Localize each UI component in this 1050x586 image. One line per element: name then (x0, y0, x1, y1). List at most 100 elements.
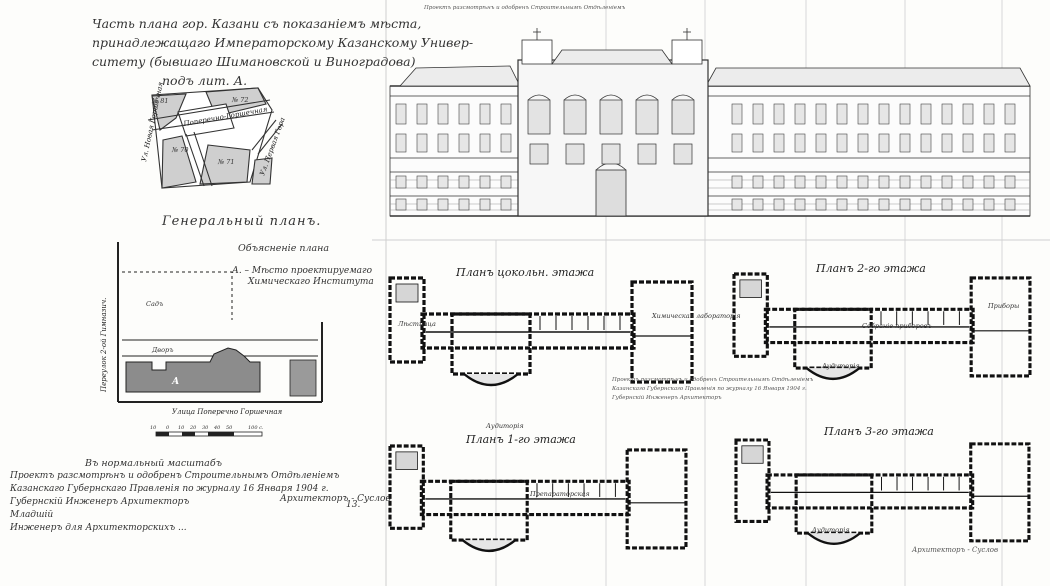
pavilion-window (563, 99, 587, 135)
facade-window (899, 175, 911, 189)
plan-third-stair (741, 445, 764, 464)
facade-window (878, 198, 890, 211)
title-line-3: ситету (бывшаго Шимановской и Виноградов… (92, 54, 416, 69)
facade-window (773, 198, 785, 211)
facade-window (983, 198, 995, 211)
plan-first-right-wing (625, 448, 688, 550)
facade-window (479, 103, 491, 125)
facade-window (395, 175, 407, 189)
plan-approval-stamp: Проектъ разсмотрѣнъ и одобренъ Строитель… (612, 376, 813, 403)
plan-basement-title: Планъ цокольн. этажа (456, 266, 595, 279)
plan-basement-corridor-block (420, 312, 636, 350)
plan-second-corridor-block (763, 307, 975, 345)
general-plan-title: Генеральный планъ. (162, 214, 322, 229)
pavilion-window-lower (529, 143, 549, 165)
plan-third-apse (807, 532, 861, 545)
facade-window (1004, 133, 1016, 153)
facade-window (836, 198, 848, 211)
title-line-4: подъ лит. А. (162, 73, 248, 88)
facade-window (983, 133, 995, 153)
approval-line-3: Губернскій Инженеръ Архитекторъ (10, 497, 190, 507)
facade-window (731, 133, 743, 153)
label-lit-a: А (171, 377, 179, 387)
facade-window (731, 198, 743, 211)
plan-basement-right-wing (630, 280, 694, 384)
lot-70: № 70 (171, 146, 189, 154)
room-auditorium-3: Аудиторія (811, 526, 850, 534)
scale-caption: Въ нормальный масштабъ (85, 458, 222, 469)
plan-approval-line-1: Проектъ разсмотрѣнъ и одобренъ Строитель… (612, 377, 814, 383)
facade-window (878, 175, 890, 189)
facade-window (458, 175, 470, 189)
facade-window (752, 133, 764, 153)
pavilion-window-arch (599, 94, 623, 101)
scale-tick-1: 0 (166, 425, 170, 431)
plan-third-right-wing (969, 442, 1031, 543)
label-street-left: Переулок 2-ой Гимназич. (100, 298, 108, 393)
approval-line-5: Инженеръ для Архитекторскихъ ... (10, 523, 187, 533)
plan-first-stair (395, 451, 418, 470)
pavilion-window (599, 99, 623, 135)
pavilion-window (527, 99, 551, 135)
facade-window (1004, 103, 1016, 125)
approval-line-1: Проектъ разсмотрѣнъ и одобренъ Строитель… (10, 471, 340, 481)
pavilion-window-lower (601, 143, 621, 165)
facade-window (773, 103, 785, 125)
plan-first-title: Планъ 1-го этажа (466, 433, 576, 446)
title-line-2: принадлежащаго Императорскому Казанскому… (92, 35, 474, 50)
pavilion-window-lower (673, 143, 693, 165)
facade-window (836, 175, 848, 189)
facade-window (437, 133, 449, 153)
pavilion-window-lower (637, 143, 657, 165)
plan-basement-center-block (450, 312, 532, 376)
facade-window (395, 198, 407, 211)
plan-second-left-wing (732, 272, 769, 358)
facade-window (395, 103, 407, 125)
legend-title: Объясненіе плана (238, 243, 330, 254)
architect-signature: Архитекторъ - Суслов (280, 494, 391, 504)
scale-tick-3: 20 (189, 425, 197, 431)
plan-first-corridor-block (419, 479, 631, 517)
facade-window (437, 175, 449, 189)
facade-window (500, 175, 512, 189)
facade-window (983, 175, 995, 189)
pavilion-window-lower (565, 143, 585, 165)
sheet-number: 13. (346, 500, 361, 510)
facade-window (416, 103, 428, 125)
facade-window (962, 133, 974, 153)
title-line-1: Часть плана гор. Казани съ показаніемъ м… (92, 16, 422, 31)
facade-window (983, 103, 995, 125)
lot-72: № 72 (231, 96, 249, 104)
facade-window (920, 133, 932, 153)
facade-window (920, 103, 932, 125)
facade-window (500, 103, 512, 125)
pavilion-window (671, 99, 695, 135)
lot-71: № 71 (217, 158, 235, 166)
plan-third-corridor-block (765, 473, 975, 510)
facade-window (458, 133, 470, 153)
facade-window (941, 198, 953, 211)
approval-line-4: Младшій (10, 510, 54, 520)
plan-second-title: Планъ 2-го этажа (816, 262, 926, 275)
approval-note: Проектъ разсмотрѣнъ и одобренъ Строитель… (10, 470, 339, 535)
label-yard: Дворъ (151, 346, 174, 354)
facade-window (1004, 175, 1016, 189)
facade-window (920, 175, 932, 189)
facade-windows (395, 94, 1016, 211)
facade-window (962, 198, 974, 211)
facade-window (878, 103, 890, 125)
facade-window (731, 175, 743, 189)
legend-item-line-1: А. – Мѣсто проектируемаго (232, 266, 373, 276)
scale-tick-7: 100 с. (248, 425, 264, 431)
room-instruments: Собраніе приборовъ (862, 322, 932, 330)
facade-window (836, 133, 848, 153)
room-auditorium-2: Аудиторія (821, 362, 860, 370)
facade-window (899, 198, 911, 211)
title-block: Часть плана гор. Казани съ показаніемъ м… (92, 14, 473, 90)
plan-basement-apse (463, 373, 519, 387)
scale-tick-2: 10 (178, 425, 185, 431)
facade-note-line: Проектъ разсмотрѣнъ и одобренъ Строитель… (424, 5, 626, 11)
plan-second-right-wing (969, 276, 1032, 378)
plan-approval-line-3: Губернскій Инженеръ Архитекторъ (612, 395, 722, 401)
